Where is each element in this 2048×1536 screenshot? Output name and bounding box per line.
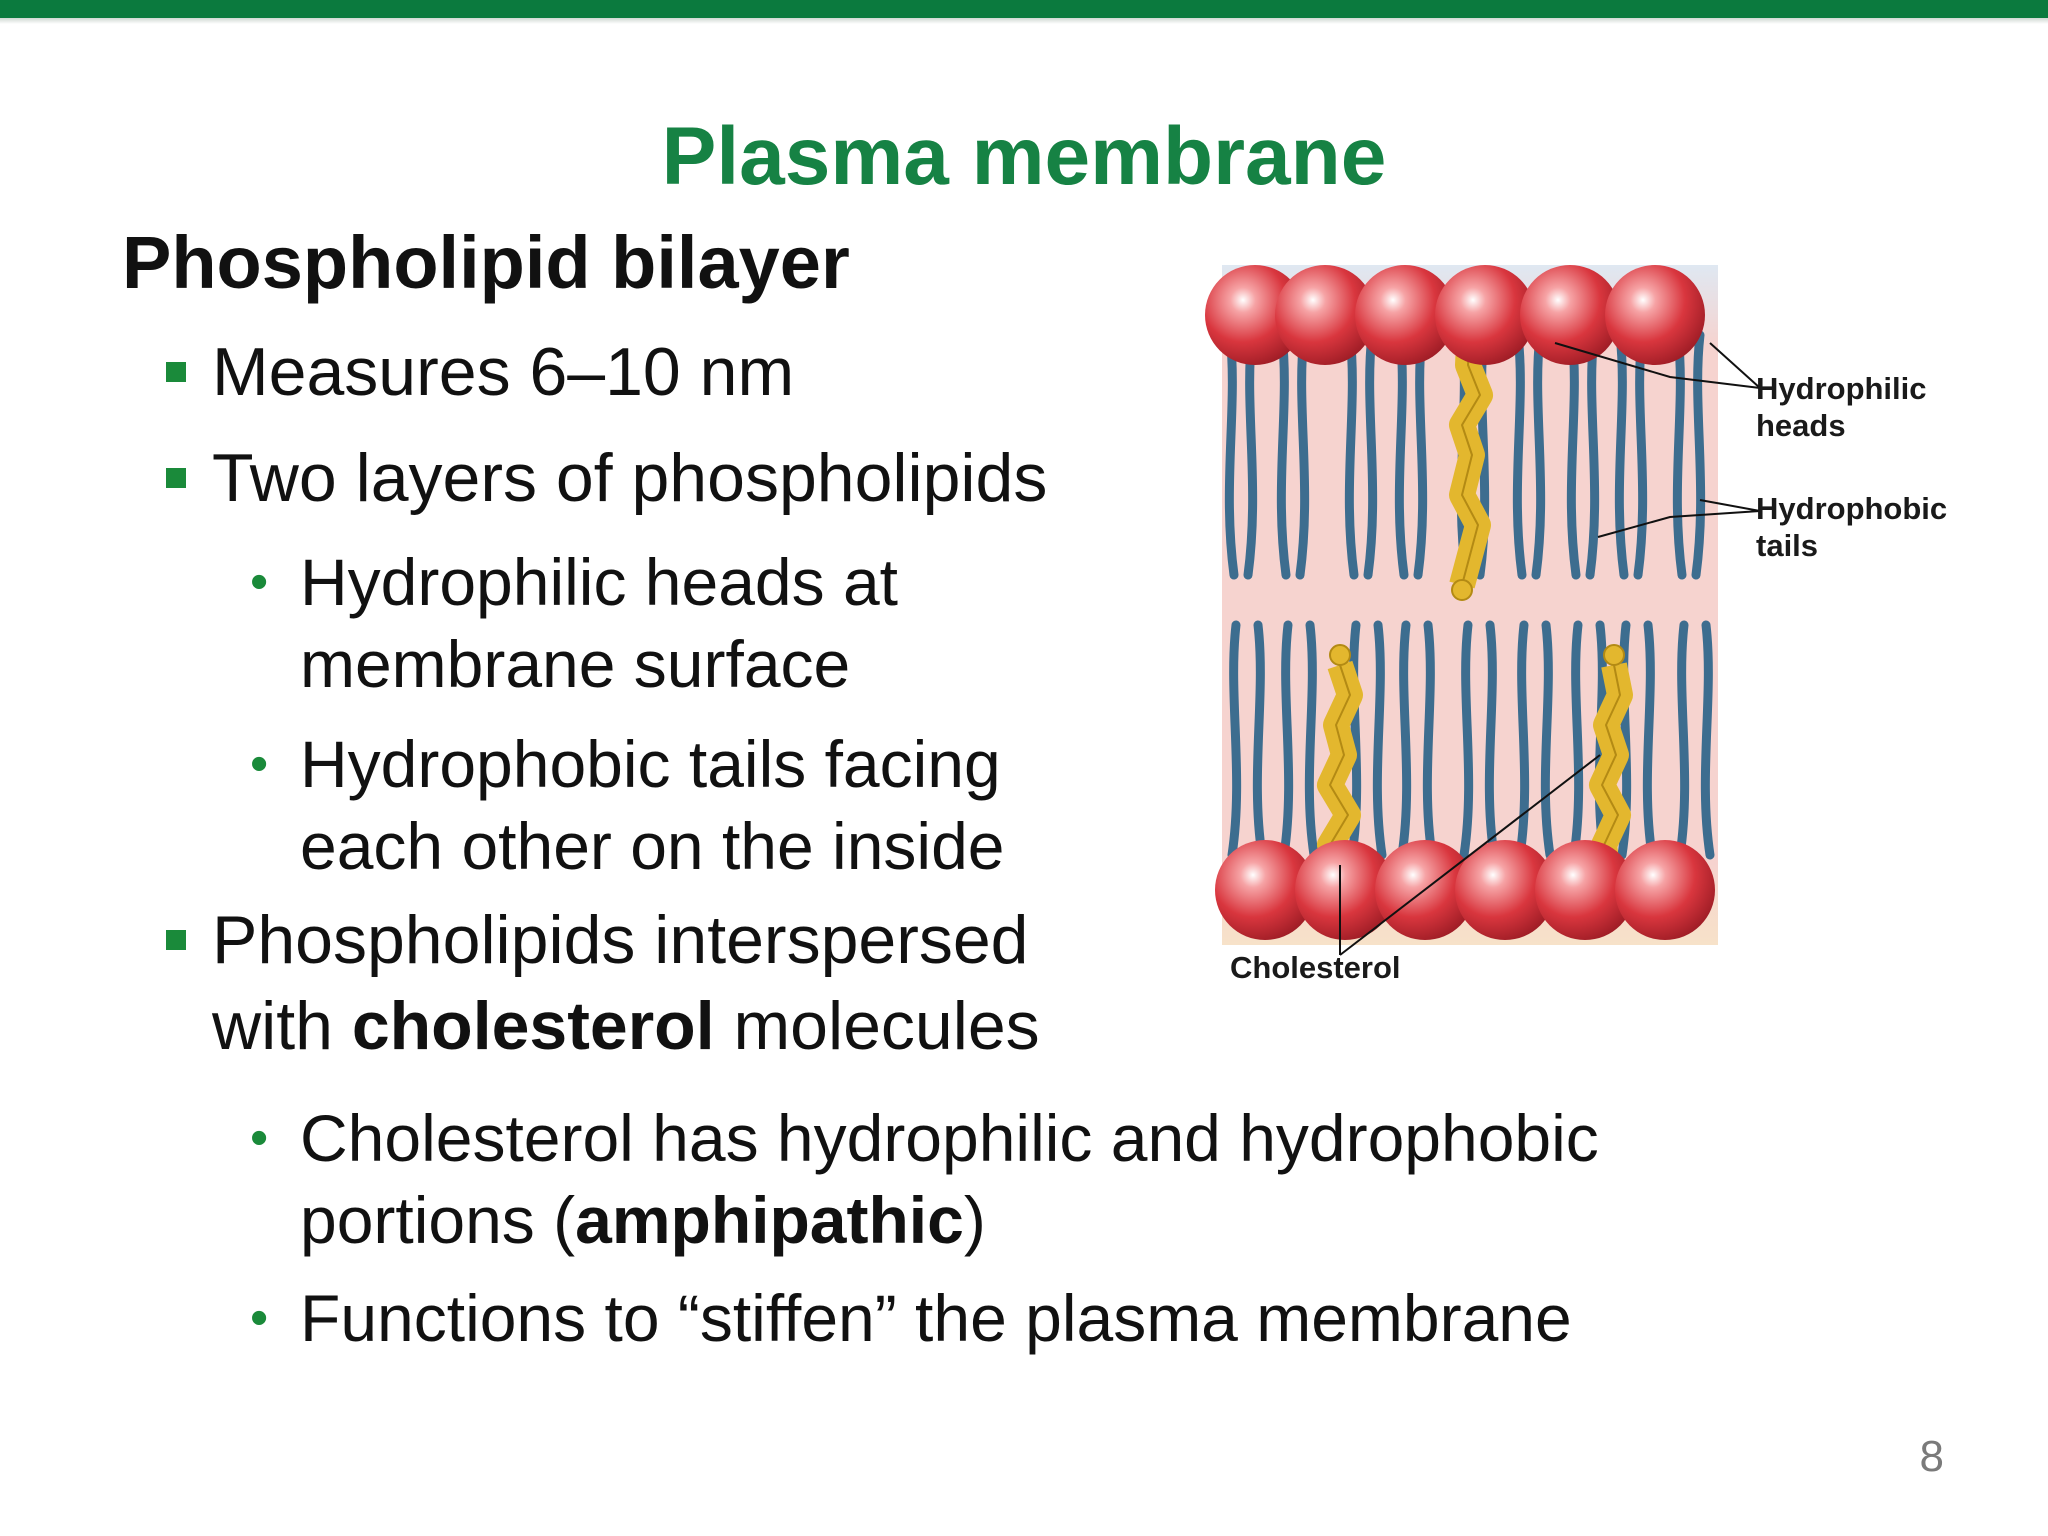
bullet-dot-marker: • [250, 1109, 269, 1167]
cholesterol-outline [1461, 324, 1481, 586]
tail-lower [1484, 620, 1499, 860]
bullet-dot-marker: • [250, 735, 269, 793]
tail-lower [1422, 620, 1437, 860]
tail-upper [1394, 330, 1409, 580]
phospholipid-head-upper [1520, 265, 1620, 365]
tail-lower [1642, 620, 1657, 860]
tail-upper [1413, 330, 1428, 580]
phospholipid-head-lower [1615, 840, 1715, 940]
tail-lower [1675, 620, 1690, 860]
bold-term-amphipathic: amphipathic [575, 1183, 964, 1257]
bullet-dot-marker: • [250, 553, 269, 611]
phospholipid-head-lower [1455, 840, 1555, 940]
tail-lower [1252, 620, 1267, 860]
bullet-square-marker [166, 362, 186, 382]
tail-lower [1279, 620, 1294, 860]
bilayer-figure: Hydrophilic heads Hydrophobic tails Chol… [1200, 255, 1980, 995]
tail-lower [1372, 620, 1387, 860]
tail-upper [1363, 330, 1378, 580]
bold-term-cholesterol: cholesterol [351, 988, 715, 1064]
tail-upper [1531, 330, 1546, 580]
bullet-square-marker [166, 468, 186, 488]
bullet-hydrophobic-tails-line2: each other on the inside [300, 809, 1005, 883]
label-line: heads [1756, 408, 1846, 443]
tail-lower [1540, 620, 1555, 860]
phospholipid-head-lower [1295, 840, 1395, 940]
phospholipid-head-upper [1605, 265, 1705, 365]
bullet-cholesterol-line1: Phospholipids interspersed [212, 902, 1029, 978]
bullet-stiffen: Functions to “stiffen” the plasma membra… [300, 1281, 1572, 1355]
cholesterol-outline [1601, 664, 1621, 876]
top-accent-bar [0, 0, 2048, 18]
hydrophilic-heads [1205, 265, 1715, 940]
tail-lower [1459, 620, 1474, 860]
tail-upper [1224, 330, 1239, 580]
text-run: with [212, 988, 352, 1064]
label-hydrophobic-tails: Hydrophobic tails [1756, 490, 1947, 564]
bullet-square-marker [166, 930, 186, 950]
label-line: tails [1756, 528, 1819, 563]
bullet-measures: Measures 6–10 nm [212, 334, 795, 410]
phospholipid-head-lower [1535, 840, 1635, 940]
tail-upper [1276, 330, 1291, 580]
tail-upper [1585, 330, 1600, 580]
tail-upper [1566, 330, 1581, 580]
page-number: 8 [1919, 1432, 1944, 1481]
label-leader-lines [1339, 342, 1761, 956]
tail-upper [1295, 330, 1310, 580]
bilayer-illustration [1205, 265, 1761, 956]
phospholipid-head-upper [1435, 265, 1535, 365]
cholesterol-molecules [1317, 324, 1633, 880]
tail-upper [1672, 330, 1687, 580]
bullet-hydrophobic-tails-line1: Hydrophobic tails facing [300, 727, 1001, 801]
tail-lower [1569, 620, 1584, 860]
bullet-hydrophilic-heads-line1: Hydrophilic heads at [300, 545, 898, 619]
phospholipid-head-lower [1215, 840, 1315, 940]
label-cholesterol: Cholesterol [1230, 950, 1401, 985]
text-run: molecules [714, 988, 1040, 1064]
text-run: portions ( [300, 1183, 576, 1257]
top-bar-shadow [0, 18, 2048, 24]
cholesterol-oh-group [1451, 579, 1473, 601]
leader-tails-2 [1699, 499, 1761, 512]
tail-lower [1397, 620, 1412, 860]
tail-upper [1691, 330, 1706, 580]
cholesterol-outline [1329, 664, 1351, 876]
bullet-cholesterol-line2: with cholesterol molecules [212, 984, 1040, 1068]
label-line: Hydrophilic [1756, 371, 1927, 406]
tail-upper [1344, 330, 1359, 580]
phospholipid-head-upper [1205, 265, 1305, 365]
label-hydrophilic-heads: Hydrophilic heads [1756, 370, 1927, 444]
tail-upper [1243, 330, 1258, 580]
bullet-amphipathic-line1: Cholesterol has hydrophilic and hydropho… [300, 1101, 1599, 1175]
leader-cholesterol-2 [1339, 754, 1601, 956]
bullet-two-layers: Two layers of phospholipids [212, 440, 1048, 516]
section-heading: Phospholipid bilayer [122, 221, 850, 304]
cholesterol-oh-group [1603, 644, 1625, 666]
tail-lower [1515, 620, 1530, 860]
leader-tails [1597, 510, 1761, 538]
tail-upper [1614, 330, 1629, 580]
phospholipid-head-upper [1275, 265, 1375, 365]
cholesterol-oh-group [1329, 644, 1351, 666]
leader-heads [1554, 342, 1761, 389]
tail-lower [1700, 620, 1715, 860]
tail-lower [1227, 620, 1242, 860]
text-run: ) [963, 1183, 986, 1257]
bullet-dot-marker: • [250, 1289, 269, 1347]
bullet-amphipathic-line2: portions (amphipathic) [300, 1178, 986, 1262]
tail-lower [1304, 620, 1319, 860]
label-line: Hydrophobic [1756, 491, 1948, 526]
bullet-hydrophilic-heads-line2: membrane surface [300, 627, 851, 701]
leader-heads-2 [1709, 342, 1761, 389]
tail-upper [1512, 330, 1527, 580]
slide-title: Plasma membrane [661, 111, 1387, 202]
tail-upper [1633, 330, 1648, 580]
phospholipid-head-upper [1355, 265, 1455, 365]
